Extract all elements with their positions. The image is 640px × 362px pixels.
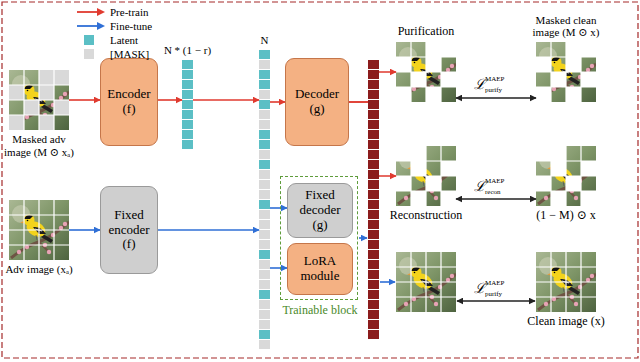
legend-label: Fine-tune: [110, 20, 152, 32]
loss-symbol: purify: [485, 87, 502, 94]
module-box: LoRA module: [287, 243, 353, 295]
finetune-arrow: [158, 229, 259, 231]
image-caption: Clean image (x): [521, 315, 611, 329]
image-panel: Purification: [396, 42, 456, 102]
module-box: Encoder (f): [100, 58, 158, 146]
loss-symbol: ℒ: [474, 78, 486, 92]
purified-image: [396, 252, 456, 312]
output-token-column: [368, 60, 379, 340]
token-column: N: [259, 50, 270, 350]
image-caption: N * (1 − r): [158, 44, 218, 57]
pretrain-arrow: [158, 99, 182, 101]
loss-symbol: ℒ: [474, 282, 486, 296]
loss-symbol: purify: [485, 291, 502, 298]
image-panel: (1 − M) ⊙ x: [536, 146, 596, 206]
loss-arrow: [456, 97, 536, 98]
adv-image: [9, 200, 69, 260]
finetune-arrow: [380, 281, 395, 283]
token-column: N * (1 − r): [182, 60, 193, 150]
box-label: Fixed encoder (f): [105, 208, 153, 253]
finetune-arrow: [69, 229, 100, 231]
legend-swatch: [84, 49, 94, 59]
image-caption: Trainable block: [280, 304, 360, 318]
image-caption: Purification: [386, 25, 466, 39]
image-panel: Clean image (x): [536, 252, 596, 312]
image-caption: N: [255, 34, 275, 47]
module-box: Decoder (g): [285, 58, 349, 146]
finetune-arrow: [270, 267, 287, 269]
masked-adv-image: [9, 70, 69, 130]
image-caption: (1 − M) ⊙ x: [526, 209, 606, 223]
pretrain-arrow: [69, 99, 100, 101]
token-column: [259, 50, 270, 350]
loss-symbol: recon: [485, 189, 501, 196]
legend-arrow: [76, 6, 106, 18]
complement-image: [536, 146, 596, 206]
loss-arrow: [457, 300, 535, 301]
module-box: Fixed decoder (g): [287, 183, 353, 238]
loss-symbol: MAEP: [485, 280, 504, 287]
image-panel: Adv image (xₐ): [9, 200, 69, 260]
box-label: Encoder (f): [105, 87, 153, 117]
trainable-band: Trainable blockFixed decoder (g)LoRA mod…: [280, 176, 358, 300]
pretrain-arrow: [193, 99, 259, 101]
image-panel: Reconstruction: [396, 146, 456, 206]
pretrain-arrow: [349, 72, 396, 102]
figure-frame: [2, 2, 638, 358]
masked-clean-image: [536, 42, 596, 102]
loss-symbol: MAEP: [485, 178, 504, 185]
clean-image: [536, 252, 596, 312]
legend-arrow: [76, 20, 106, 32]
legend-swatch: [84, 35, 94, 45]
image-caption: Adv image (xₐ): [4, 263, 74, 276]
pretrain-arrow: [270, 101, 285, 103]
finetune-arrow: [270, 207, 287, 209]
module-box: Fixed encoder (f): [100, 186, 158, 274]
finetune-arrow: [359, 237, 367, 239]
image-caption: Masked clean image (M ⊙ x): [521, 14, 611, 39]
loss-symbol: ℒ: [474, 180, 486, 194]
mask-patches: [9, 70, 69, 130]
purification-image: [396, 42, 456, 102]
box-label: LoRA module: [292, 254, 348, 284]
box-label: Fixed decoder (g): [292, 188, 348, 233]
box-label: Decoder (g): [290, 87, 344, 117]
image-panel: Masked clean image (M ⊙ x): [536, 42, 596, 102]
pretrain-arrow: [349, 102, 396, 176]
loss-arrow: [456, 198, 536, 199]
legend-label: Latent: [110, 34, 138, 46]
reconstruction-image: [396, 146, 456, 206]
image-caption: Masked adv image (M ⊙ xₐ): [4, 133, 74, 158]
legend-label: Pre-train: [110, 6, 148, 18]
image-caption: Reconstruction: [384, 209, 468, 223]
image-panel: Masked adv image (M ⊙ xₐ): [9, 70, 69, 130]
loss-symbol: MAEP: [485, 76, 504, 83]
legend-label: [MASK]: [110, 48, 149, 60]
latent-column: [182, 60, 193, 150]
